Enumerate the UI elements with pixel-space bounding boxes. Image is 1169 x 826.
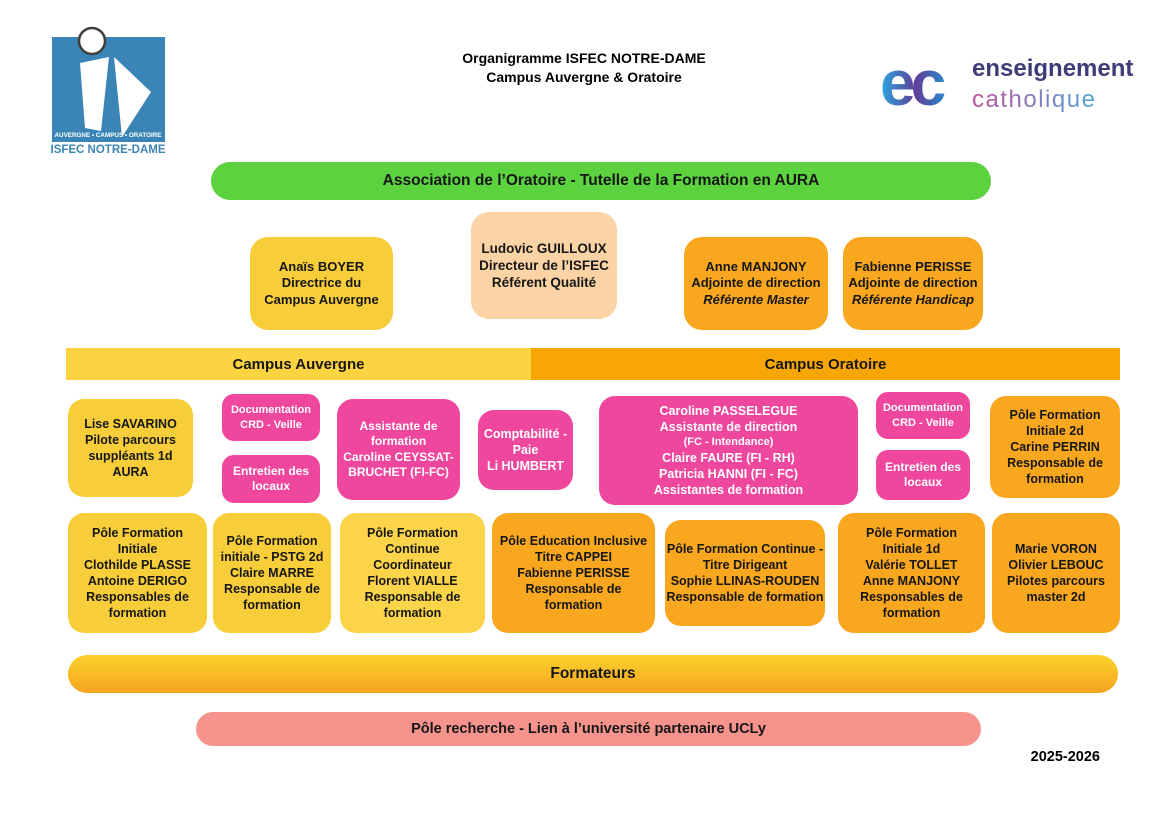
isfec-logo-icon: AUVERGNE • CAMPUS • ORATOIRE ISFEC NOTRE… <box>51 26 166 156</box>
card-anais-boyer: Anaïs BOYER Directrice du Campus Auvergn… <box>250 237 393 330</box>
page-title-line1: Organigramme ISFEC NOTRE-DAME <box>462 50 706 66</box>
assistantes-line4: Claire FAURE (FI - RH) <box>662 450 795 465</box>
card-entretien-locaux-auvergne: Entretien des locaux <box>222 455 320 503</box>
assistantes-line3: (FC - Intendance) <box>683 436 774 449</box>
enseignement-catholique-logo: ec enseignement catholique <box>880 45 1148 119</box>
ec-word2: catholique <box>972 86 1096 113</box>
card-documentation-crd-auvergne: Documentation CRD - Veille <box>222 394 320 441</box>
ec-word1: enseignement <box>972 55 1133 82</box>
assistantes-line5: Patricia HANNI (FI - FC) <box>659 466 798 481</box>
assistantes-line6: Assistantes de formation <box>653 482 804 497</box>
card-pole-education-inclusive: Pôle Education Inclusive Titre CAPPEI Fa… <box>492 513 655 633</box>
banner-pole-recherche: Pôle recherche - Lien à l’université par… <box>196 712 981 746</box>
card-anne-manjony-text: Anne MANJONY Adjointe de direction <box>691 258 821 291</box>
page-title: Organigramme ISFEC NOTRE-DAME Campus Auv… <box>384 49 784 87</box>
card-assistantes-oratoire: Caroline PASSELEGUE Assistante de direct… <box>599 396 858 505</box>
banner-formateurs: Formateurs <box>68 655 1118 693</box>
card-anne-manjony: Anne MANJONY Adjointe de direction Référ… <box>684 237 828 330</box>
logo-tagline: AUVERGNE • CAMPUS • ORATOIRE <box>54 132 161 139</box>
assistantes-line1: Caroline PASSELEGUE <box>659 404 798 419</box>
card-fabienne-perisse-role: Référente Handicap <box>851 291 975 307</box>
ec-logo-icon: ec enseignement catholique <box>880 47 1133 119</box>
ec-monogram: ec <box>880 47 945 119</box>
card-fabienne-perisse-text: Fabienne PERISSE Adjointe de direction <box>848 258 978 291</box>
card-pole-formation-initiale: Pôle Formation Initiale Clothilde PLASSE… <box>68 513 207 633</box>
logo-name: ISFEC NOTRE-DAME <box>51 144 166 155</box>
card-entretien-locaux-oratoire: Entretien des locaux <box>876 450 970 500</box>
card-pole-formation-pstg: Pôle Formation initiale - PSTG 2d Claire… <box>213 513 331 633</box>
assistantes-line2: Assistante de direction <box>659 420 798 435</box>
school-year: 2025-2026 <box>1030 749 1100 765</box>
isfec-logo: AUVERGNE • CAMPUS • ORATOIRE ISFEC NOTRE… <box>50 25 168 156</box>
page-title-line2: Campus Auvergne & Oratoire <box>486 68 682 85</box>
card-lise-savarino: Lise SAVARINO Pilote parcours suppléants… <box>68 399 193 497</box>
card-pole-formation-initiale-1d: Pôle Formation Initiale 1d Valérie TOLLE… <box>838 513 985 633</box>
card-pilotes-master-2d: Marie VORON Olivier LEBOUC Pilotes parco… <box>992 513 1120 633</box>
card-titre-dirigeant: Pôle Formation Continue - Titre Dirigean… <box>665 520 825 626</box>
card-carine-perrin: Pôle Formation Initiale 2d Carine PERRIN… <box>990 396 1120 498</box>
card-pole-formation-continue: Pôle Formation Continue Coordinateur Flo… <box>340 513 485 633</box>
card-fabienne-perisse: Fabienne PERISSE Adjointe de direction R… <box>843 237 983 330</box>
card-anne-manjony-role: Référente Master <box>703 291 809 307</box>
campus-strip: Campus Auvergne Campus Oratoire <box>66 348 1120 380</box>
banner-campus-auvergne: Campus Auvergne <box>66 348 531 380</box>
card-assistante-formation-ceyssat: Assistante de formation Caroline CEYSSAT… <box>337 399 460 500</box>
card-documentation-crd-oratoire: Documentation CRD - Veille <box>876 392 970 439</box>
card-comptabilite-paie: Comptabilité - Paie Li HUMBERT <box>478 410 573 490</box>
card-ludovic-guilloux: Ludovic GUILLOUX Directeur de l’ISFEC Ré… <box>471 212 617 319</box>
banner-tutelle: Association de l’Oratoire - Tutelle de l… <box>211 162 991 200</box>
banner-campus-oratoire: Campus Oratoire <box>531 348 1120 380</box>
